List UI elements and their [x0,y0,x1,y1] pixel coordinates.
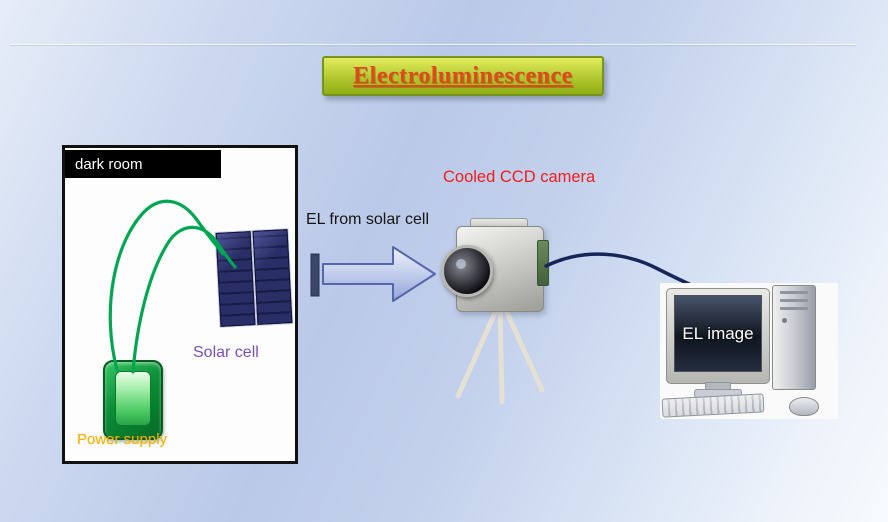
camera-lens [441,245,493,297]
dark-room-label-text: dark room [75,155,143,173]
monitor-stand-neck [705,382,731,390]
camera-circuit-board [537,240,549,286]
tower-drive-slot [780,307,808,310]
el-image-label: EL image [682,323,754,343]
monitor-screen: EL image [674,295,762,372]
dark-room-box: dark room Solar cell Power supply [62,145,298,464]
solar-panel-right [252,229,293,325]
solar-panel-left [215,231,256,327]
lens-glint [456,259,466,269]
computer-tower [772,285,816,390]
mouse [789,397,819,416]
tower-drive-slot [780,299,808,302]
page-title: Electroluminescence [353,62,573,89]
ccd-camera-label: Cooled CCD camera [443,168,596,186]
arrow-shape [322,246,436,302]
title-banner: Electroluminescence [322,56,604,96]
tripod-leg-right [501,303,545,393]
dark-room-label: dark room [65,150,221,178]
power-supply-screen [115,371,151,426]
power-supply-image [103,360,163,440]
tripod-leg-center [497,303,505,405]
el-flow-label: EL from solar cell [306,211,429,228]
solar-cell-image [214,228,294,328]
solar-cell-label: Solar cell [193,344,259,361]
arrow-tail-bar [310,253,320,297]
tripod-legs [455,303,545,405]
top-divider-line [10,44,856,45]
el-arrow-icon [310,246,436,302]
tower-drive-slot [780,291,808,294]
power-supply-label: Power supply [77,431,168,448]
tower-power-button [782,318,787,323]
monitor: EL image [666,288,770,384]
tripod-leg-left [455,303,501,399]
